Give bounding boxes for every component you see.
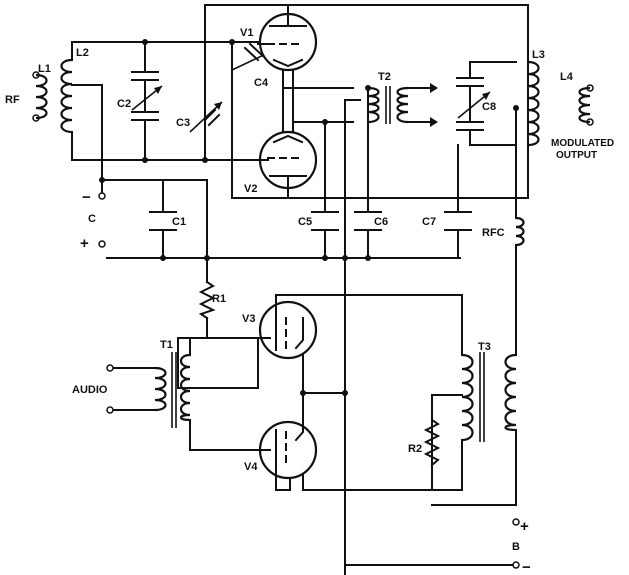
c1-capacitor <box>149 211 177 231</box>
v3-tube <box>257 294 318 360</box>
label-c7: C7 <box>422 216 436 228</box>
label-c2: C2 <box>117 98 131 110</box>
c5-capacitor <box>311 211 339 231</box>
label-b-plus: + <box>520 518 529 535</box>
label-r2: R2 <box>408 443 422 455</box>
l4-coil <box>578 86 591 124</box>
v2-tube <box>257 130 318 199</box>
label-t3: T3 <box>478 341 491 353</box>
v1-tube <box>257 4 318 72</box>
label-c3: C3 <box>176 117 190 129</box>
c6-capacitor <box>354 211 382 231</box>
label-output: OUTPUT <box>556 150 597 161</box>
label-c-minus: − <box>82 189 91 206</box>
label-t1: T1 <box>160 339 173 351</box>
label-c1: C1 <box>172 216 186 228</box>
label-l2: L2 <box>76 47 89 59</box>
label-modulated: MODULATED <box>551 138 614 149</box>
label-b: B <box>512 541 520 553</box>
l3-coil <box>527 60 540 147</box>
c8-variable-capacitor <box>456 77 491 131</box>
r1-resistor <box>198 280 216 320</box>
label-rfc: RFC <box>482 227 505 239</box>
c3-variable-capacitor <box>189 101 223 133</box>
t3-transformer <box>461 352 517 442</box>
label-audio: AUDIO <box>72 384 108 396</box>
label-l3: L3 <box>532 49 545 61</box>
label-rf: RF <box>5 94 20 106</box>
label-c: C <box>88 213 96 225</box>
wiring <box>71 4 529 575</box>
label-c5: C5 <box>298 216 312 228</box>
l1-coil <box>35 73 48 120</box>
c7-capacitor <box>444 211 472 231</box>
r2-resistor <box>423 418 441 467</box>
l2-coil <box>60 41 103 161</box>
label-v1: V1 <box>240 27 253 39</box>
rfc-coil <box>515 216 525 247</box>
label-v3: V3 <box>242 313 255 325</box>
label-t2: T2 <box>378 71 391 83</box>
label-l4: L4 <box>560 71 574 83</box>
v4-tube <box>257 392 318 491</box>
junction-dots <box>99 39 519 396</box>
label-v4: V4 <box>244 461 258 473</box>
label-b-minus: − <box>522 559 531 575</box>
c2-variable-capacitor <box>131 54 163 131</box>
label-c4: C4 <box>254 77 269 89</box>
t2-transformer <box>344 83 438 127</box>
component-labels: RF L1 L2 C2 V1 C4 C3 V2 T2 C8 L3 L4 MODU… <box>5 27 614 575</box>
label-l1: L1 <box>38 63 51 75</box>
label-c6: C6 <box>374 216 388 228</box>
label-r1: R1 <box>212 293 226 305</box>
t1-transformer <box>154 352 191 428</box>
label-c8: C8 <box>482 101 496 113</box>
label-v2: V2 <box>244 183 257 195</box>
label-c-plus: + <box>80 235 89 252</box>
